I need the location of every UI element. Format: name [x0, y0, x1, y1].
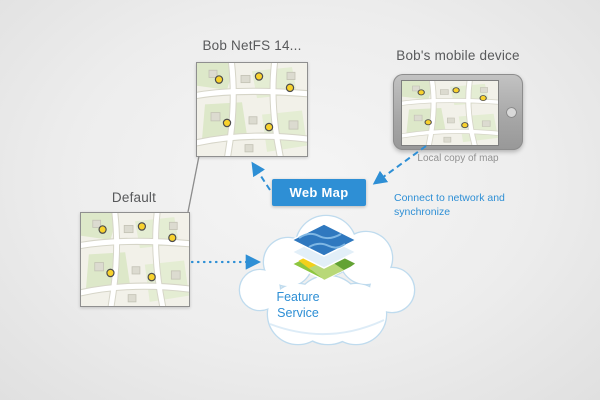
tablet-home-button-icon	[506, 106, 517, 118]
street-map-icon	[402, 81, 498, 145]
feature-service-cloud: Feature Service	[236, 212, 416, 348]
netfs-map-thumbnail	[196, 62, 308, 157]
street-map-icon	[197, 63, 307, 156]
tablet-screen-map	[401, 80, 499, 146]
street-map-icon	[81, 213, 189, 306]
tablet-icon	[393, 74, 523, 150]
feature-service-label: Feature Service	[276, 290, 320, 320]
default-map-thumbnail	[80, 212, 190, 307]
netfs-version-label: Bob NetFS 14...	[202, 38, 302, 53]
mobile-device-label: Bob's mobile device	[396, 48, 520, 63]
default-version-label: Default	[111, 190, 157, 205]
web-map-node: Web Map	[272, 179, 366, 206]
sync-arrow-netfs	[251, 161, 271, 191]
sync-arrow-mobile	[372, 145, 427, 185]
map-layers-icon	[290, 223, 358, 281]
lineage-line	[187, 155, 200, 213]
local-copy-caption: Local copy of map	[417, 153, 499, 164]
connect-note: Connect to network and synchronize	[394, 192, 505, 219]
